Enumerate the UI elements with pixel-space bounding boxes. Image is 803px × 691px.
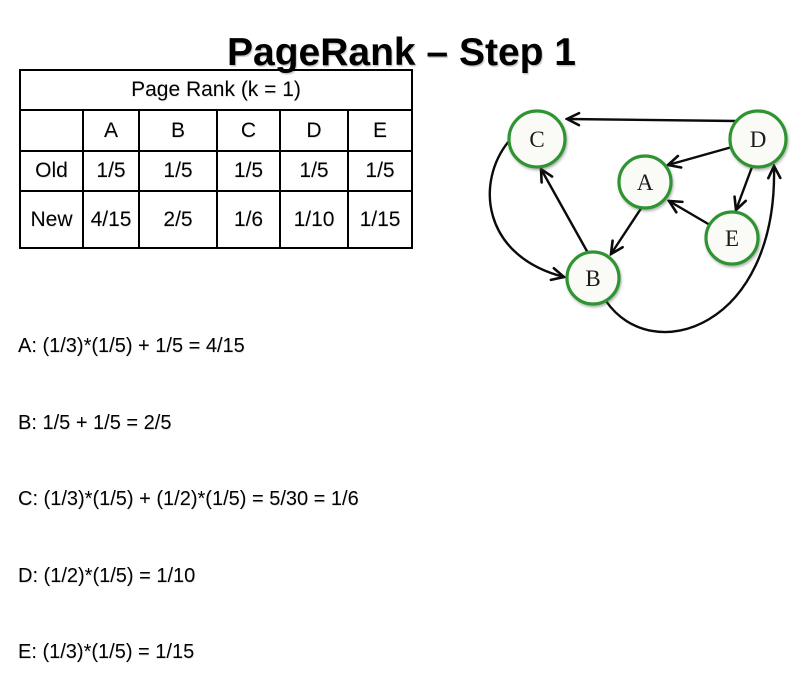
formula-line-e: E: (1/3)*(1/5) = 1/15 (18, 641, 195, 663)
table-caption-row: Page Rank (k = 1) (19, 69, 413, 111)
cell-new-e: 1/15 (347, 190, 413, 249)
formula-line-a: A: (1/3)*(1/5) + 1/5 = 4/15 (18, 335, 245, 357)
cell-new-b: 2/5 (138, 190, 218, 249)
cell-old-d: 1/5 (279, 150, 349, 192)
node-d: D (728, 109, 788, 169)
edge-a-to-b (611, 205, 644, 254)
node-c-label: C (529, 127, 544, 152)
edge-b-to-c (541, 169, 590, 255)
edge-d-to-c (567, 119, 738, 121)
formula-list: A: (1/3)*(1/5) + 1/5 = 4/15 B: 1/5 + 1/5… (18, 283, 359, 691)
cell-new-d: 1/10 (279, 190, 349, 249)
formula-line-c: C: (1/3)*(1/5) + (1/2)*(1/5) = 5/30 = 1/… (18, 488, 359, 510)
node-e-circle (704, 210, 760, 266)
node-c: C (507, 109, 567, 169)
slide: { "title": "PageRank – Step 1", "table":… (18, 31, 788, 663)
table-col-header-b: B (138, 109, 218, 152)
node-a-label: A (637, 170, 654, 195)
table-col-header-e: E (347, 109, 413, 152)
table-col-header-d: D (279, 109, 349, 152)
node-b: B (565, 250, 621, 306)
node-e: E (704, 210, 760, 266)
node-b-label: B (585, 266, 600, 291)
edge-d-to-a (668, 145, 734, 165)
table-caption: Page Rank (k = 1) (19, 69, 413, 111)
table-col-header-a: A (82, 109, 140, 152)
edge-e-to-a (669, 201, 712, 227)
table-header-row: A B C D E (19, 109, 413, 152)
cell-new-c: 1/6 (216, 190, 281, 249)
table-col-header-c: C (216, 109, 281, 152)
row-label-new: New (19, 190, 84, 249)
page-title: PageRank – Step 1 (227, 31, 576, 75)
table-row-new: New 4/15 2/5 1/6 1/10 1/15 (19, 190, 413, 249)
node-b-circle (565, 250, 621, 306)
formula-line-d: D: (1/2)*(1/5) = 1/10 (18, 564, 196, 587)
cell-new-a: 4/15 (82, 190, 140, 249)
node-a: A (617, 154, 673, 210)
edge-c-to-b (488, 139, 564, 277)
node-d-label: D (750, 127, 767, 152)
formula-line-b: B: 1/5 + 1/5 = 2/5 (18, 411, 172, 434)
table-corner-cell (19, 109, 84, 152)
cell-old-c: 1/5 (216, 150, 281, 192)
cell-old-a: 1/5 (82, 150, 140, 192)
pagerank-table: Page Rank (k = 1) A B C D E Old 1/5 1/5 … (19, 69, 413, 249)
cell-old-e: 1/5 (347, 150, 413, 192)
node-d-circle (728, 109, 788, 169)
edge-b-to-d (604, 166, 774, 334)
node-c-circle (507, 109, 567, 169)
pagerank-graph: C D A E B (488, 109, 788, 334)
node-e-label: E (725, 226, 739, 251)
table-row-old: Old 1/5 1/5 1/5 1/5 1/5 (19, 150, 413, 192)
edge-d-to-e (736, 165, 754, 210)
node-a-circle (617, 154, 673, 210)
cell-old-b: 1/5 (138, 150, 218, 192)
row-label-old: Old (19, 150, 84, 192)
